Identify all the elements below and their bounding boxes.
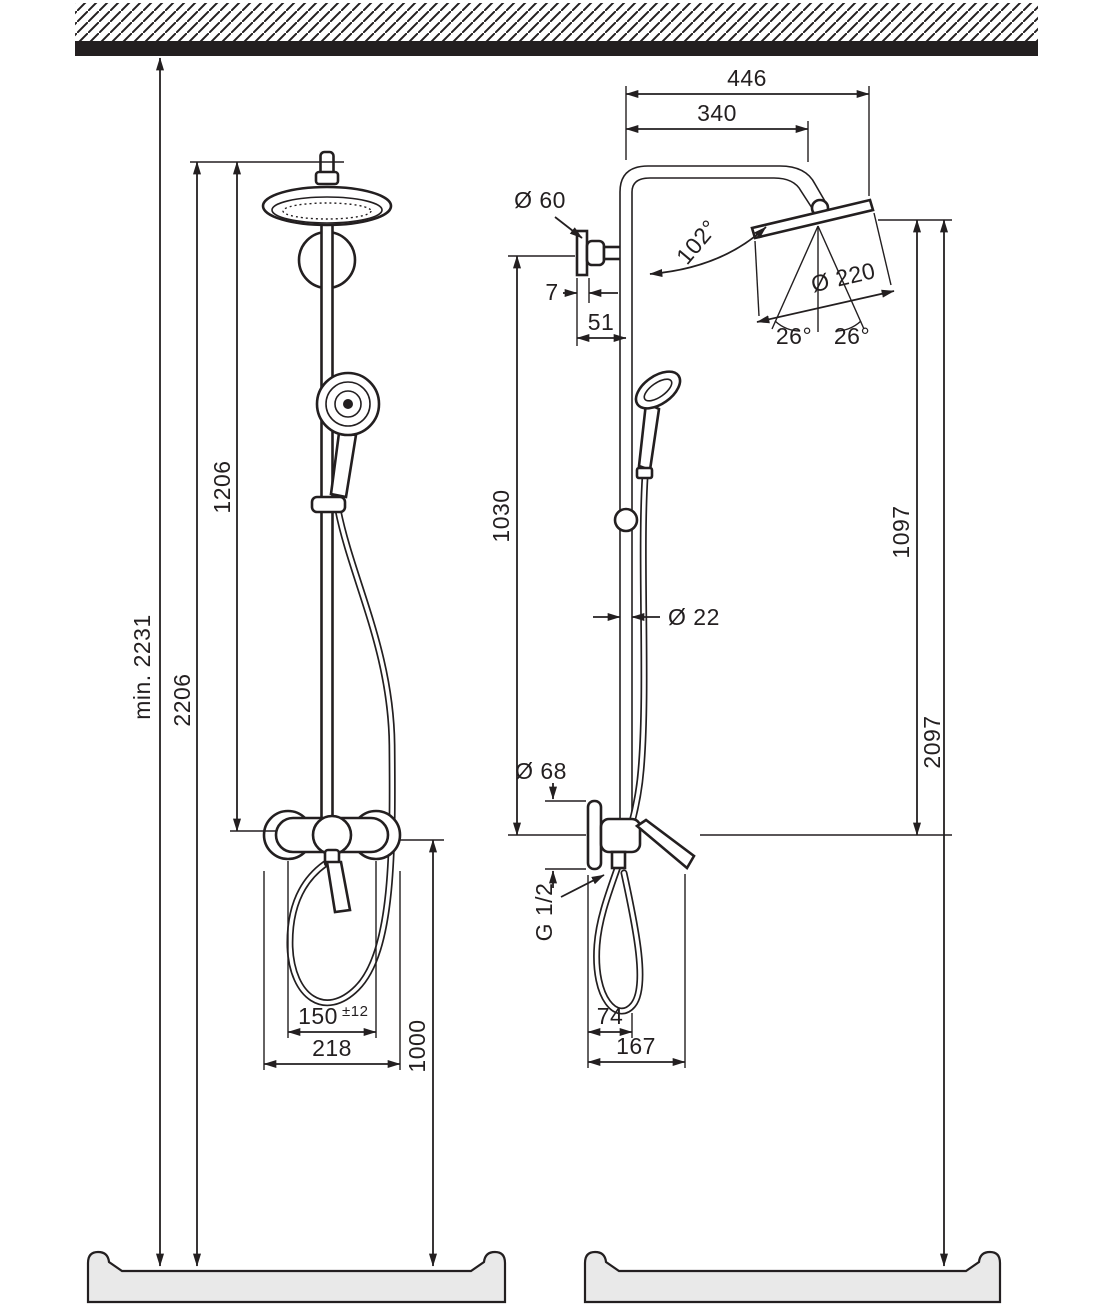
dim-label-2206: 2206: [169, 673, 195, 726]
hand-shower-ring-inner: [334, 390, 362, 418]
dim-label-1206: 1206: [209, 460, 235, 513]
front-view: [261, 150, 402, 1007]
shower-hose: [286, 506, 396, 1007]
mixer-cartridge: [311, 814, 353, 856]
dim-label-7: 7: [545, 279, 558, 305]
hand-shower-handle: [329, 431, 358, 499]
hand-shower-side: [634, 370, 682, 480]
spray-line-left: [771, 225, 819, 330]
hand-shower-center: [343, 399, 353, 409]
dim-label-150-tolerance: ±12: [342, 1003, 368, 1020]
dim-label-167: 167: [616, 1033, 656, 1059]
dim-label-thread: G 1/2: [531, 883, 557, 942]
wall-flange-stem: [602, 245, 623, 261]
mixer-body-side: [599, 817, 642, 854]
ext-line-dia220-left: [754, 240, 760, 317]
hand-shower-ring: [325, 381, 371, 427]
ceiling-hatch: [75, 3, 1038, 41]
dim-label-1097: 1097: [888, 505, 914, 558]
shower-hose-inner: [288, 508, 395, 1005]
dim-label-26-right: 26°: [834, 323, 870, 349]
head-collar: [314, 170, 340, 186]
dim-label-340: 340: [697, 100, 737, 126]
ceiling-bar: [75, 41, 1038, 56]
hand-shower-side-face: [643, 378, 673, 402]
shower-arm-inner: [631, 177, 813, 209]
dim-label-min-2231: min. 2231: [129, 614, 155, 720]
leader-dia60: [554, 216, 583, 239]
dim-line-dia220: [756, 289, 895, 324]
arc-26-left: [774, 320, 801, 332]
hand-shower-nut: [635, 466, 654, 480]
ext-line-dia220-right: [873, 212, 892, 286]
arc-26-right: [835, 320, 862, 332]
dim-label-102: 102°: [671, 215, 723, 270]
side-view: [575, 165, 875, 1015]
overhead-shower-disc: [261, 185, 393, 227]
dim-label-2097: 2097: [919, 715, 945, 768]
side-view-dimensions: 446 340 Ø 60 7 51 102° Ø 220 26° 26° 103…: [488, 65, 952, 1267]
ceiling: [75, 3, 1038, 56]
shower-arm-outer: [619, 165, 827, 204]
dim-label-150: 150: [298, 1003, 338, 1029]
hand-shower-side-head: [634, 370, 682, 410]
shower-tray-right: [583, 1250, 1002, 1304]
hand-shower-side-handle: [637, 401, 661, 472]
riser-pipe: [320, 220, 334, 824]
slider-holder: [310, 495, 347, 514]
dim-label-dia22: Ø 22: [668, 604, 720, 630]
mixer-lever-side: [634, 818, 696, 870]
dim-label-1000: 1000: [404, 1019, 430, 1072]
mixer-escutcheon-side: [586, 799, 603, 871]
dim-label-1030: 1030: [488, 489, 514, 542]
shower-hose-side-inner: [594, 475, 647, 1013]
dim-label-446: 446: [727, 65, 767, 91]
dim-label-dia68: Ø 68: [515, 758, 567, 784]
slider-holder-side: [613, 507, 639, 533]
dim-label-218: 218: [312, 1035, 352, 1061]
dim-label-74: 74: [597, 1003, 624, 1029]
dim-label-dia220: Ø 220: [809, 257, 878, 297]
leader-thread: [560, 874, 605, 898]
wall-flange-knob: [585, 239, 606, 267]
hose-outlet-side: [610, 850, 627, 870]
mixer-front: [262, 809, 402, 914]
front-view-dimensions: min. 2231 2206 1206 150 ±12 218 1000: [129, 57, 444, 1267]
arc-102: [649, 226, 767, 277]
dim-label-51: 51: [588, 309, 615, 335]
overhead-shower-face: [271, 196, 383, 224]
overhead-shower-nozzles: [282, 202, 372, 220]
hand-shower: [315, 371, 381, 499]
mixer-lever: [325, 860, 352, 914]
spray-line-right: [817, 225, 865, 330]
mixer-side: [586, 799, 696, 871]
dim-label-26-left: 26°: [776, 323, 812, 349]
dim-label-dia60: Ø 60: [514, 187, 566, 213]
shower-tray-left: [86, 1250, 507, 1304]
